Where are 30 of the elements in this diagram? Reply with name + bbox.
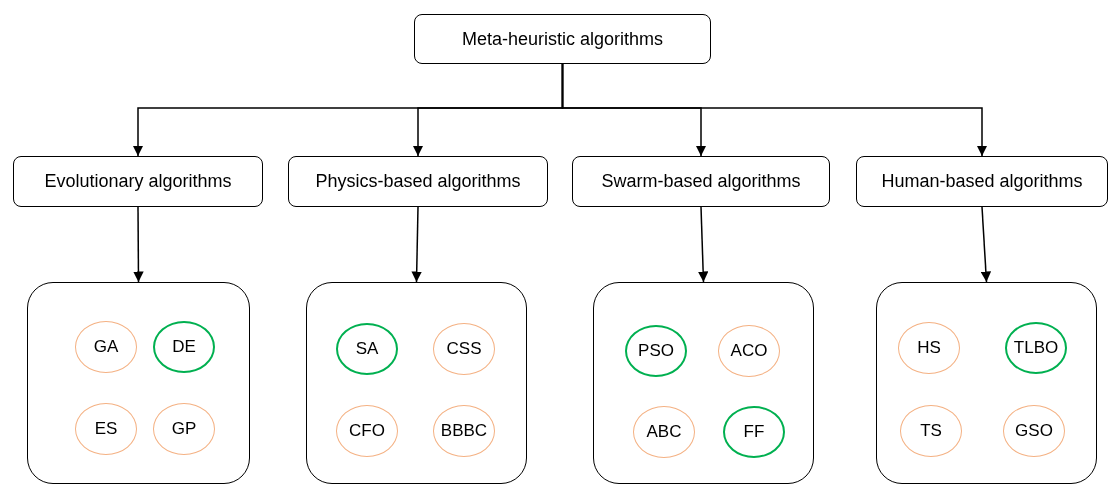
algorithm-circle: BBBC xyxy=(433,405,495,457)
algorithm-circle: GP xyxy=(153,403,215,455)
algorithm-circle: DE xyxy=(153,321,215,373)
category-box: Evolutionary algorithms xyxy=(13,156,263,207)
algorithm-circle: TLBO xyxy=(1005,322,1067,374)
category-box: Physics-based algorithms xyxy=(288,156,548,207)
algorithm-circle: CSS xyxy=(433,323,495,375)
algorithm-circle: PSO xyxy=(625,325,687,377)
group-panel xyxy=(27,282,250,484)
algorithm-circle: SA xyxy=(336,323,398,375)
algorithm-circle: ES xyxy=(75,403,137,455)
category-box: Human-based algorithms xyxy=(856,156,1108,207)
algorithm-circle: FF xyxy=(723,406,785,458)
arrow xyxy=(561,63,988,157)
algorithm-circle: GA xyxy=(75,321,137,373)
root-box: Meta-heuristic algorithms xyxy=(414,14,711,64)
algorithm-circle: ABC xyxy=(633,406,695,458)
group-panel xyxy=(876,282,1097,484)
algorithm-circle: TS xyxy=(900,405,962,457)
group-panel xyxy=(593,282,814,484)
arrow xyxy=(980,206,992,283)
algorithm-circle: HS xyxy=(898,322,960,374)
algorithm-circle: CFO xyxy=(336,405,398,457)
category-box: Swarm-based algorithms xyxy=(572,156,830,207)
arrow xyxy=(133,206,144,283)
arrow xyxy=(697,206,709,283)
group-panel xyxy=(306,282,527,484)
arrow xyxy=(411,206,422,283)
algorithm-circle: ACO xyxy=(718,325,780,377)
algorithm-circle: GSO xyxy=(1003,405,1065,457)
